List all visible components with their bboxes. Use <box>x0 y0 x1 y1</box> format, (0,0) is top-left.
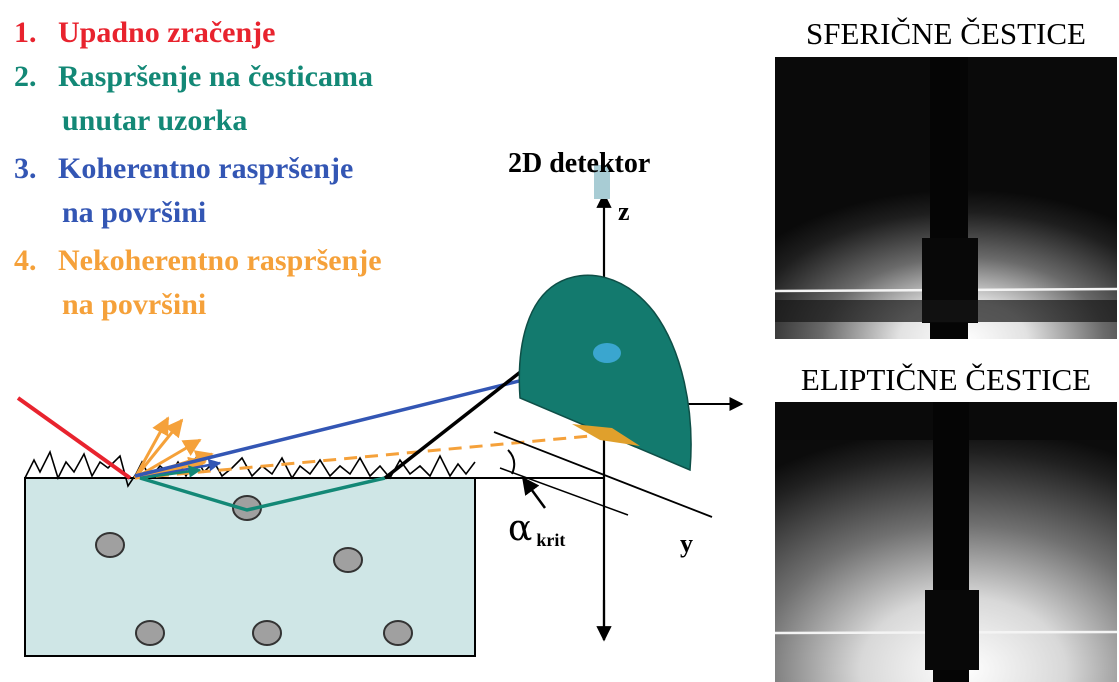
y-axis <box>493 431 713 518</box>
legend-text-continued: na površini <box>62 288 206 321</box>
legend-item-4: 4. Nekoherentno raspršenje <box>14 244 382 277</box>
particles <box>95 495 413 646</box>
legend-number: 3. <box>14 152 37 185</box>
z-axis-label: z <box>618 197 630 226</box>
panel-title-spherical: SFERIČNE ČESTICE <box>806 16 1086 51</box>
particle <box>333 547 363 573</box>
detector-specular-strip <box>572 424 640 446</box>
beamstop-holder <box>925 590 979 670</box>
critical-angle-label: α krit <box>508 508 565 550</box>
angle-pointer-arrow <box>521 476 547 509</box>
sample <box>24 449 476 657</box>
particle <box>252 620 282 646</box>
panel-elliptical: ELIPTIČNE ČESTICE <box>774 362 1118 682</box>
detector-label: 2D detektor <box>508 148 650 179</box>
teal-arrow <box>139 465 202 480</box>
legend-number: 4. <box>14 244 37 277</box>
legend-item-2: 2. Raspršenje na česticama <box>14 60 373 93</box>
legend-text: Upadno zračenje <box>58 16 275 49</box>
detector-top-tab <box>594 165 610 199</box>
legend-text: Nekoherentno raspršenje <box>58 244 382 277</box>
legend-item-3: 3. Koherentno raspršenje <box>14 152 353 185</box>
y-axis-lower <box>499 467 629 516</box>
particle-scattering-path <box>139 476 386 512</box>
legend-text: Koherentno raspršenje <box>58 152 353 185</box>
detector: 2D detektor <box>508 148 692 472</box>
particle <box>383 620 413 646</box>
specular-dashed-beam <box>134 432 613 480</box>
panel-title-elliptical: ELIPTIČNE ČESTICE <box>801 362 1091 397</box>
shadow-region <box>775 300 1117 322</box>
detector-spot <box>593 343 621 363</box>
legend-text-continued: na površini <box>62 196 206 229</box>
incident-beam <box>16 396 132 480</box>
critical-angle-arc <box>507 449 516 475</box>
y-axis-label: y <box>680 529 693 558</box>
particle <box>95 532 125 558</box>
legend-text: Raspršenje na česticama <box>58 60 373 93</box>
legend-text-continued: unutar uzorka <box>62 104 247 137</box>
axes: z y α krit <box>475 192 744 642</box>
alpha-symbol: α <box>508 508 532 549</box>
beams <box>16 328 613 512</box>
detector-plate <box>518 274 692 472</box>
particle <box>135 620 165 646</box>
legend-item-1: 1. Upadno zračenje <box>14 16 275 49</box>
legend-number: 1. <box>14 16 37 49</box>
legend-number: 2. <box>14 60 37 93</box>
panel-spherical: SFERIČNE ČESTICE <box>774 16 1118 339</box>
legend: 1. Upadno zračenje 2. Raspršenje na čest… <box>14 16 382 321</box>
rough-surface <box>24 449 476 488</box>
alpha-subscript: krit <box>536 530 565 550</box>
